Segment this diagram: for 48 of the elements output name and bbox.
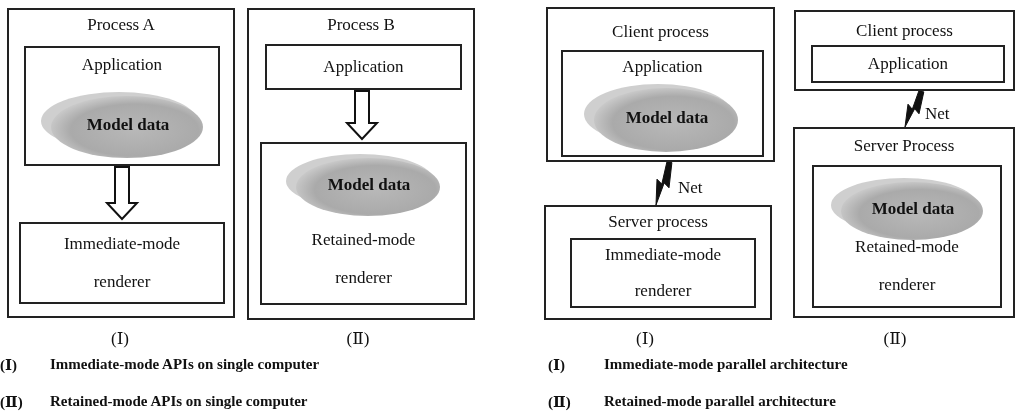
node-label: Model data (86, 115, 170, 135)
node-label: Process B (327, 14, 395, 36)
process-box (546, 7, 775, 162)
process-box (793, 127, 1015, 318)
process-box (561, 50, 764, 157)
node-label: Process A (87, 14, 155, 36)
node-label: Model data (871, 199, 955, 219)
panel-number: (Ⅰ) (548, 356, 566, 374)
block-arrow (344, 90, 380, 141)
panel-number: (Ⅰ) (109, 328, 130, 349)
node-label: Retained-mode renderer (310, 229, 417, 289)
panel-number: (Ⅱ) (345, 328, 371, 349)
lightning-connector (904, 89, 925, 128)
panel-number: (Ⅱ) (882, 328, 908, 349)
block-arrow (104, 166, 140, 221)
node-label: Model data (625, 108, 709, 128)
process-box (7, 8, 235, 318)
legend-text: Immediate-mode APIs on single computer (50, 356, 321, 373)
node-label: Model data (327, 175, 411, 195)
process-box (260, 142, 467, 305)
process-box (794, 10, 1015, 91)
legend-text: Immediate-mode parallel architecture (604, 356, 849, 373)
node-label: Retained-mode renderer (854, 236, 960, 296)
process-box (24, 46, 220, 166)
node-label: Application (81, 54, 163, 76)
node-label: Client process (612, 21, 709, 43)
lightning-connector (655, 160, 673, 206)
node-label: Immediate-mode renderer (603, 244, 723, 302)
node-label: Application (323, 56, 404, 78)
process-box (544, 205, 772, 320)
process-box (570, 238, 756, 308)
node-label: Application (622, 56, 703, 78)
node-label: Application (867, 53, 949, 75)
process-box (811, 45, 1005, 83)
panel-number: (Ⅰ) (0, 356, 18, 374)
process-box (265, 44, 462, 90)
panel-number: (Ⅰ) (634, 328, 655, 349)
legend-text: Retained-mode APIs on single computer (50, 393, 309, 410)
legend-text: Retained-mode parallel architecture (604, 393, 837, 410)
node-label: Server Process (853, 135, 955, 157)
panel-number: (Ⅱ) (548, 393, 572, 411)
node-label: Server process (608, 211, 708, 233)
process-box (19, 222, 225, 304)
panel-number: (Ⅱ) (0, 393, 24, 411)
process-box (812, 165, 1002, 308)
process-box (247, 8, 475, 320)
node-label: Immediate-mode renderer (62, 233, 182, 293)
node-label: Client process (856, 20, 953, 42)
